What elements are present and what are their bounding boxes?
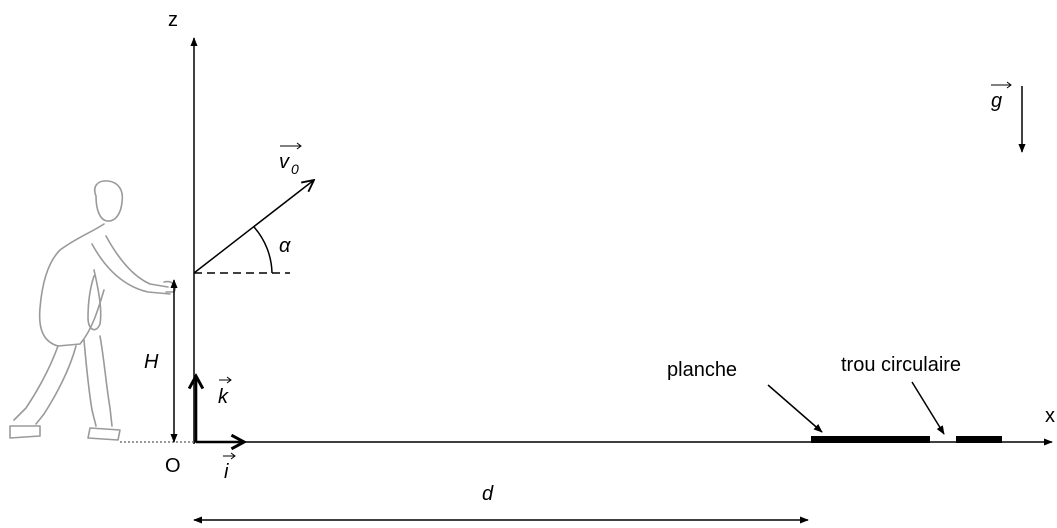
svg-text:i: i <box>224 461 229 483</box>
alpha-label: α <box>279 235 291 257</box>
planche-label: planche <box>667 359 737 381</box>
alpha-arc <box>253 226 273 274</box>
i-vector-label: i <box>223 452 236 483</box>
svg-text:k: k <box>218 386 229 408</box>
k-vector-label: k <box>218 376 232 408</box>
planche-pointer <box>767 384 823 433</box>
trou-pointer <box>911 381 945 435</box>
distance-label: d <box>482 483 494 505</box>
planche-bar <box>811 436 930 443</box>
v0-label: v 0 <box>279 142 302 177</box>
v0-vector <box>193 180 314 274</box>
svg-text:0: 0 <box>291 161 299 177</box>
person-figure <box>9 180 177 441</box>
height-label: H <box>144 351 159 373</box>
origin-label: O <box>165 455 181 477</box>
x-axis-label: x <box>1045 405 1055 427</box>
svg-text:g: g <box>991 90 1002 112</box>
svg-text:v: v <box>279 151 290 173</box>
g-label: g <box>991 81 1012 112</box>
trou-label: trou circulaire <box>841 354 961 376</box>
z-axis-label: z <box>168 9 178 31</box>
planche-end-bar <box>956 436 1002 443</box>
